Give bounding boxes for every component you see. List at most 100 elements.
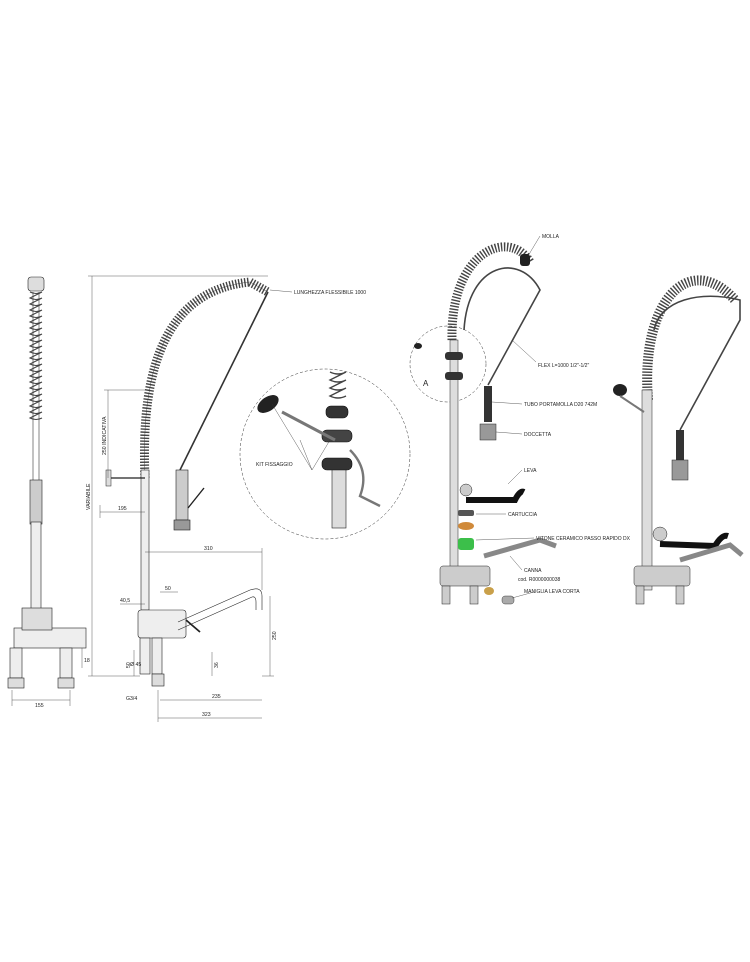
exploded-wall-plate [414,343,422,349]
front-view-spout-inner [177,596,257,631]
label-molla: MOLLA [542,234,560,240]
exploded-vitone [458,538,474,550]
dim-323-label: 323 [202,712,211,718]
label-canna-code: cod. R0000000038 [518,577,560,583]
dim-variabile-label: VARIABILE [86,483,92,510]
exploded-maniglia [501,595,515,605]
side-view-foot-right [57,677,75,689]
dim-405-label: 40,5 [120,598,130,604]
detail-ring-bottom [321,457,353,471]
front-view-body [137,609,187,639]
dim-indicativa-label: 250 INDICATIVA [102,416,108,455]
dim-634-label: G3/4 [126,696,137,702]
assembled-canna [679,542,744,563]
dim-50-label: 50 [165,586,171,592]
front-view-spray-nozzle [173,519,191,531]
detail-hose [349,449,381,508]
front-view-flex-hose [179,291,269,471]
exploded-cartuccia-1 [458,510,474,516]
detail-arm [281,410,336,442]
detail-a-marker: A [423,379,429,388]
exploded-canna [483,537,557,559]
dim-195-label: 195 [118,506,127,512]
detail-circle-border [239,368,411,540]
exploded-ring-2 [445,372,463,380]
label-canna: CANNA [524,568,542,574]
label-flex: FLEX L=1000 1/2"-1/2" [538,363,589,369]
exploded-leg-right [469,585,479,605]
detail-wall-plate [257,395,279,413]
assembled-leg-right [675,585,685,605]
exploded-body [439,565,491,587]
side-view-valve [21,607,53,631]
assembled-doccetta [671,459,689,481]
side-view-pipe [30,521,42,623]
detail-spring [328,371,347,399]
side-view-leg-right [59,647,73,679]
exploded-leg-left [441,585,451,605]
label-maniglia: MANIGLIA LEVA CORTA [524,589,580,595]
exploded-flex-hose [463,267,541,386]
exploded-brass-part [484,587,494,595]
label-vitone: VITONE CERAMICO PASSO RAPIDO DX [536,536,631,542]
assembled-view [613,275,744,605]
side-view-spray-body [29,479,43,525]
front-view-spring-core [144,281,269,479]
detail-clamp [321,429,353,443]
label-leva: LEVA [524,468,537,474]
exploded-ring-1 [445,352,463,360]
assembled-flex-hose [653,295,741,431]
label-lunghezza-flessibile: LUNGHEZZA FLESSIBILE 1000 [294,290,366,296]
exploded-spring-cap [520,254,530,266]
assembled-leva-handle [659,532,729,550]
dim-155-label: 155 [35,703,44,709]
exploded-view: A MOLLA FLEX L=1000 1/2"-1/2" TUBO PORTA… [409,234,631,605]
dim-250-label: 250 [272,631,278,640]
detail-ring-top [325,405,349,419]
dim-155: 155 [11,690,71,709]
dim-45-label: Ø 45 [130,662,141,668]
assembled-leg-left [635,585,645,605]
front-view-spray-head [175,469,189,521]
assembled-arm [619,395,645,413]
detail-pipe [331,467,347,529]
dim-18-side-label: 18 [84,658,90,664]
exploded-doccetta [479,423,497,441]
front-view-dimensions: VARIABILE 250 INDICATIVA 195 310 50 40,5… [86,275,278,722]
exploded-leva-handle [466,488,526,503]
front-view-foot [151,673,165,687]
front-view-leg-left [139,637,151,675]
assembled-spring [642,275,739,401]
side-view: 155 18 [7,276,90,709]
side-view-spring-head [27,276,45,292]
exploded-spring [447,242,534,341]
assembled-body [633,565,691,587]
exploded-leva-knob [459,483,473,497]
front-view-column [140,469,150,611]
label-doccetta: DOCCETTA [524,432,552,438]
detail-circle: KIT FISSAGGIO [239,368,411,540]
front-view: VARIABILE 250 INDICATIVA 195 310 50 40,5… [86,275,366,722]
assembled-tubo-portamolla [676,430,684,460]
exploded-tubo-portamolla [484,386,492,422]
front-view-bracket-plate [105,469,112,487]
detail-a-circle [409,325,487,403]
dim-36-label: 36 [214,662,220,668]
side-view-body [13,627,87,649]
front-view-spray-lever [187,487,205,509]
label-kit-fissaggio: KIT FISSAGGIO [256,462,293,468]
assembled-column [641,389,653,591]
label-tubo-portamolla: TUBO PORTAMOLLA D20 742M [524,402,597,408]
assembled-leva-knob [652,526,668,542]
label-cartuccia: CARTUCCIA [508,512,538,518]
dim-50b-label: 50 [126,662,132,668]
front-view-leg-right [151,637,163,675]
side-view-spring [28,291,43,421]
dim-310-label: 310 [204,546,213,552]
front-view-spout [177,588,263,623]
side-view-foot-left [7,677,25,689]
dim-18-side: 18 [81,648,90,668]
dim-235-label: 235 [212,694,221,700]
assembled-wall-plate [613,384,627,396]
